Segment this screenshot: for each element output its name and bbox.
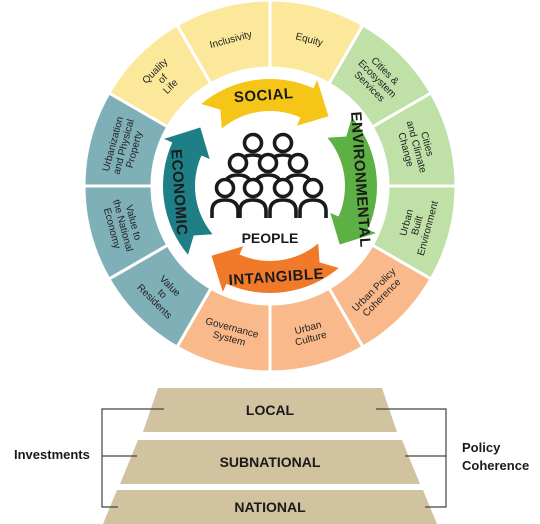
person-icon bbox=[210, 177, 240, 218]
level-subnational-shape bbox=[120, 440, 420, 484]
level-national: NATIONAL bbox=[103, 490, 437, 524]
arrow-intangible-label: INTANGIBLE bbox=[228, 265, 325, 289]
arrow-economic-label: ECONOMIC bbox=[167, 149, 190, 236]
ring-segment-urban-culture: UrbanCulture bbox=[268, 286, 366, 374]
left-bracket bbox=[101, 408, 164, 508]
level-local-label: LOCAL bbox=[246, 402, 295, 418]
level-subnational: SUBNATIONAL bbox=[120, 440, 420, 484]
level-national-shape bbox=[103, 490, 437, 524]
ring-segment-urban-policy-coherence: Urban PolicyCoherence bbox=[326, 242, 434, 350]
ring-segment-value-to-residents: ValuetoResidents bbox=[106, 242, 214, 350]
ring-segment-value-to-the-national-economy: Value tothe NationalEconomy bbox=[82, 184, 170, 282]
governance-pyramid: LOCAL SUBNATIONAL NATIONAL bbox=[103, 388, 437, 524]
brackets: Investments PolicyCoherence bbox=[14, 408, 529, 508]
right-bracket bbox=[376, 408, 447, 508]
arrow-environmental-shape bbox=[327, 117, 377, 245]
level-national-label: NATIONAL bbox=[234, 499, 306, 515]
level-local: LOCAL bbox=[143, 388, 397, 432]
person-icon bbox=[238, 177, 268, 218]
ring-segment-urbanization-and-physical-property: Urbanizationand PhysicalProperty bbox=[82, 90, 170, 188]
arrow-intangible: INTANGIBLE bbox=[211, 243, 339, 293]
arrow-social-shape bbox=[201, 79, 329, 129]
people-icon bbox=[210, 132, 328, 218]
policy-coherence-label-line1: Policy bbox=[462, 440, 501, 455]
arrow-economic: ECONOMIC bbox=[163, 127, 213, 255]
ring-segment-inclusivity: Inclusivity bbox=[174, 0, 272, 86]
ring-label-line: Built bbox=[410, 215, 426, 237]
person-icon bbox=[268, 177, 298, 218]
level-local-shape bbox=[143, 388, 397, 432]
arrow-social: SOCIAL bbox=[201, 79, 329, 129]
ring-segment-inclusivity-shape bbox=[174, 0, 272, 86]
center-label: PEOPLE bbox=[242, 230, 299, 246]
arrow-environmental: ENVIRONMENTAL bbox=[327, 111, 377, 248]
ring-segment-cities-ecosystem-services: Cities &EcosystemServices bbox=[326, 22, 434, 130]
person-icon bbox=[298, 177, 328, 218]
level-subnational-label: SUBNATIONAL bbox=[220, 454, 321, 470]
ring-segment-quality-of-life: QualityofLife bbox=[106, 22, 214, 130]
arrow-social-label: SOCIAL bbox=[233, 85, 294, 106]
arrow-economic-shape bbox=[163, 127, 213, 255]
ring-segment-urbanization-and-physical-property-shape bbox=[82, 90, 170, 188]
investments-label: Investments bbox=[14, 447, 90, 462]
policy-coherence-label-line2: Coherence bbox=[462, 458, 529, 473]
arrow-intangible-shape bbox=[211, 243, 339, 293]
